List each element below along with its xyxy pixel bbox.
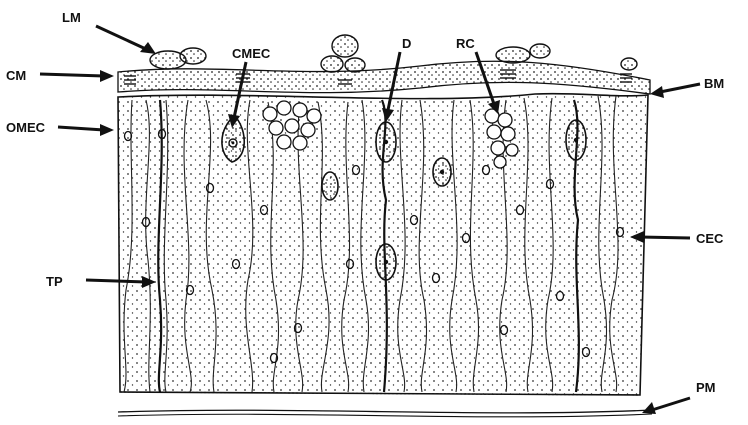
label-omec: OMEC	[6, 120, 46, 135]
peritrophic-membrane	[118, 410, 652, 413]
arrow-cm	[40, 70, 114, 82]
circular-muscle-band	[118, 61, 650, 94]
arrow-bm	[650, 84, 700, 98]
label-rc: RC	[456, 36, 475, 51]
label-bm: BM	[704, 76, 724, 91]
label-cec: CEC	[696, 231, 724, 246]
label-tp: TP	[46, 274, 63, 289]
arrow-omec	[58, 124, 114, 136]
peritrophic-membrane-inner	[118, 414, 652, 417]
label-d: D	[402, 36, 411, 51]
arrow-pm	[642, 398, 690, 414]
label-pm: PM	[696, 380, 716, 395]
arrow-lm	[96, 26, 156, 54]
label-cm: CM	[6, 68, 26, 83]
label-lm: LM	[62, 10, 81, 25]
label-cmec: CMEC	[232, 46, 271, 61]
